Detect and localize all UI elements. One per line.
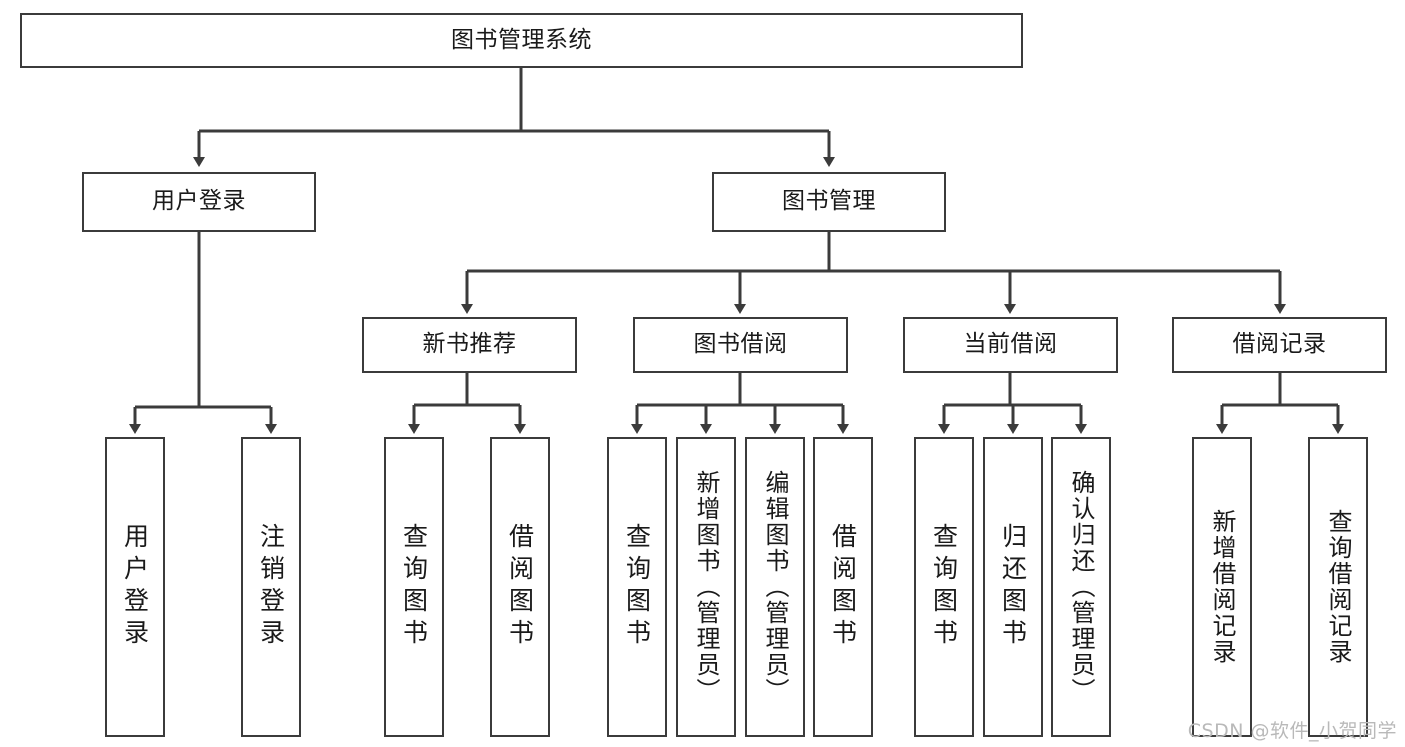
watermark: CSDN @软件_小贺同学 xyxy=(1187,720,1397,742)
node-leaf-borrow-book-1-label: 借阅图书 xyxy=(505,523,535,651)
node-leaf-query-book-1-label: 查询图书 xyxy=(399,523,429,651)
node-book-manage-label: 图书管理 xyxy=(782,188,876,215)
node-leaf-add-book[interactable]: 新增图书（管理员） xyxy=(676,437,736,737)
node-leaf-query-book-2[interactable]: 查询图书 xyxy=(607,437,667,737)
node-book-borrow-label: 图书借阅 xyxy=(693,331,788,358)
node-leaf-logout[interactable]: 注销登录 xyxy=(241,437,301,737)
node-leaf-confirm-return-label: 确认归还（管理员） xyxy=(1067,470,1095,704)
node-leaf-query-book-2-label: 查询图书 xyxy=(622,523,652,651)
node-leaf-edit-book[interactable]: 编辑图书（管理员） xyxy=(745,437,805,737)
node-leaf-query-book-3-label: 查询图书 xyxy=(929,523,959,651)
node-leaf-user-login[interactable]: 用户登录 xyxy=(105,437,165,737)
node-leaf-logout-label: 注销登录 xyxy=(256,523,286,651)
node-leaf-borrow-book-2-label: 借阅图书 xyxy=(828,523,858,651)
node-leaf-query-record-label: 查询借阅记录 xyxy=(1324,509,1352,665)
node-leaf-return-book[interactable]: 归还图书 xyxy=(983,437,1043,737)
node-book-borrow[interactable]: 图书借阅 xyxy=(633,317,848,373)
node-leaf-add-record[interactable]: 新增借阅记录 xyxy=(1192,437,1252,737)
node-leaf-confirm-return[interactable]: 确认归还（管理员） xyxy=(1051,437,1111,737)
node-leaf-borrow-book-1[interactable]: 借阅图书 xyxy=(490,437,550,737)
node-new-book-recommend-label: 新书推荐 xyxy=(422,331,517,358)
node-root[interactable]: 图书管理系统 xyxy=(20,13,1023,68)
node-book-manage[interactable]: 图书管理 xyxy=(712,172,946,232)
node-leaf-add-record-label: 新增借阅记录 xyxy=(1208,509,1236,665)
node-leaf-edit-book-label: 编辑图书（管理员） xyxy=(761,470,789,704)
node-root-label: 图书管理系统 xyxy=(451,26,592,53)
node-current-borrow[interactable]: 当前借阅 xyxy=(903,317,1118,373)
node-leaf-user-login-label: 用户登录 xyxy=(120,523,150,651)
node-borrow-record[interactable]: 借阅记录 xyxy=(1172,317,1387,373)
node-leaf-query-record[interactable]: 查询借阅记录 xyxy=(1308,437,1368,737)
node-leaf-add-book-label: 新增图书（管理员） xyxy=(692,470,720,704)
node-current-borrow-label: 当前借阅 xyxy=(963,331,1058,358)
node-leaf-borrow-book-2[interactable]: 借阅图书 xyxy=(813,437,873,737)
node-user-login-label: 用户登录 xyxy=(152,188,246,215)
node-new-book-recommend[interactable]: 新书推荐 xyxy=(362,317,577,373)
node-leaf-return-book-label: 归还图书 xyxy=(998,523,1028,651)
node-leaf-query-book-1[interactable]: 查询图书 xyxy=(384,437,444,737)
node-borrow-record-label: 借阅记录 xyxy=(1232,331,1327,358)
node-leaf-query-book-3[interactable]: 查询图书 xyxy=(914,437,974,737)
node-user-login[interactable]: 用户登录 xyxy=(82,172,316,232)
